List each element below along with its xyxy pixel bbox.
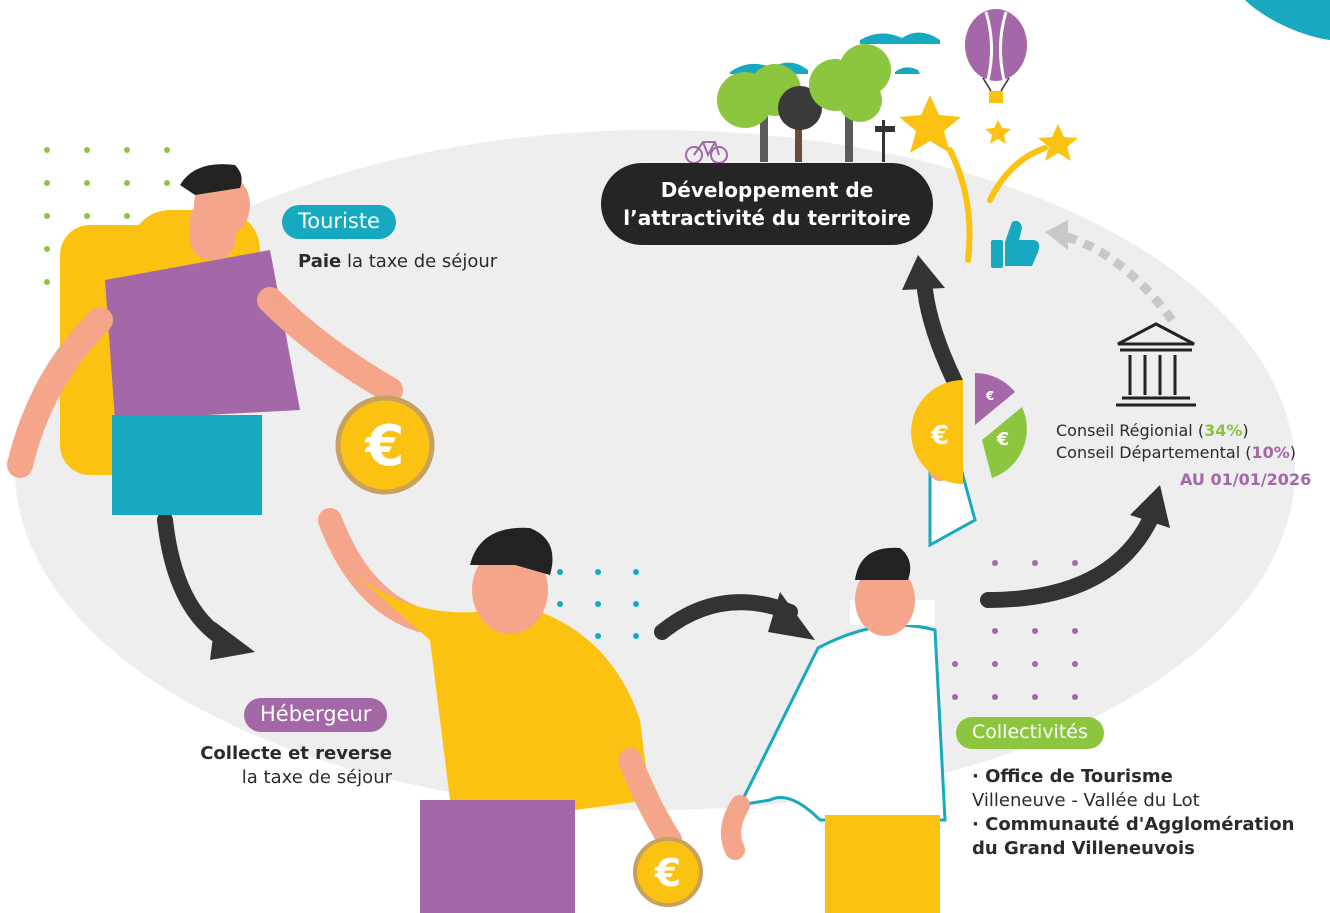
dashed-arrow <box>1058 230 1176 323</box>
euro-coin-icon: € <box>335 395 435 495</box>
dashed-arrow-head <box>1045 220 1068 250</box>
conseils-date: AU 01/01/2026 <box>1180 470 1312 489</box>
conseil-regional: Conseil Régionial (34%) <box>1056 420 1296 442</box>
collectivites-item2-line2: du Grand Villeneuvois <box>972 838 1195 859</box>
collectivites-item2-line1: · Communauté d'Agglomération <box>972 814 1295 835</box>
touriste-desc-rest: la taxe de séjour <box>341 251 498 272</box>
svg-text:€: € <box>996 429 1010 450</box>
conseil-departemental-pct: 10% <box>1251 443 1290 462</box>
territory-title-line1: Développement de <box>660 178 874 202</box>
svg-text:€: € <box>364 414 405 479</box>
touriste-description: Paie la taxe de séjour <box>298 250 497 274</box>
svg-text:€: € <box>985 389 994 403</box>
touriste-tag: Touriste <box>282 205 396 239</box>
thumbs-up-icon <box>991 220 1040 268</box>
conseil-regional-label: Conseil Régionial ( <box>1056 421 1205 440</box>
star-trail <box>947 147 973 263</box>
hebergeur-desc-line1: Collecte et reverse <box>200 743 392 764</box>
star-trail <box>987 145 1048 203</box>
svg-text:€: € <box>930 421 949 451</box>
flow-arrow <box>654 594 798 640</box>
euro-pie-icon: € € € <box>911 373 1027 484</box>
collectivites-item1-title: · Office de Tourisme <box>972 766 1173 787</box>
hot-air-balloon-icon <box>965 9 1027 103</box>
collectivites-list: · Office de Tourisme Villeneuve - Vallée… <box>972 765 1294 861</box>
conseil-departemental: Conseil Départemental (10%) <box>1056 442 1296 464</box>
territory-title-line2: l’attractivité du territoire <box>623 206 911 230</box>
star-icon <box>899 95 1078 161</box>
hebergeur-desc-line2: la taxe de séjour <box>241 767 392 788</box>
territory-title-box: Développement de l’attractivité du terri… <box>601 163 933 245</box>
touriste-desc-bold: Paie <box>298 251 342 272</box>
flow-arrowhead <box>210 622 255 660</box>
flow-arrow <box>980 512 1158 608</box>
euro-coin-icon: € <box>633 837 703 907</box>
conseils-text: Conseil Régionial (34%) Conseil Départem… <box>1056 420 1296 464</box>
background-ellipse <box>15 130 1295 810</box>
collectivites-tag: Collectivités <box>956 717 1104 749</box>
conseil-regional-pct: 34% <box>1204 421 1243 440</box>
conseil-departemental-close: ) <box>1289 443 1297 462</box>
corner-blob <box>1245 0 1330 40</box>
hebergeur-figure <box>318 508 682 913</box>
flow-arrowhead <box>1130 485 1170 528</box>
purple-dot-grid <box>952 560 1078 700</box>
flow-arrowhead <box>902 255 945 290</box>
trees-icon <box>717 44 895 162</box>
hebergeur-description: Collecte et reverse la taxe de séjour <box>200 742 392 790</box>
tourist-figure <box>7 164 403 515</box>
government-building-icon <box>1116 322 1196 407</box>
svg-text:€: € <box>654 851 681 895</box>
conseil-regional-close: ) <box>1242 421 1249 440</box>
conseil-departemental-label: Conseil Départemental ( <box>1056 443 1252 462</box>
hebergeur-tag: Hébergeur <box>244 698 388 732</box>
flow-arrowhead <box>768 592 815 640</box>
collectivites-figure <box>721 409 977 913</box>
collectivites-item1-desc: Villeneuve - Vallée du Lot <box>972 790 1200 811</box>
flow-arrow <box>917 282 963 390</box>
